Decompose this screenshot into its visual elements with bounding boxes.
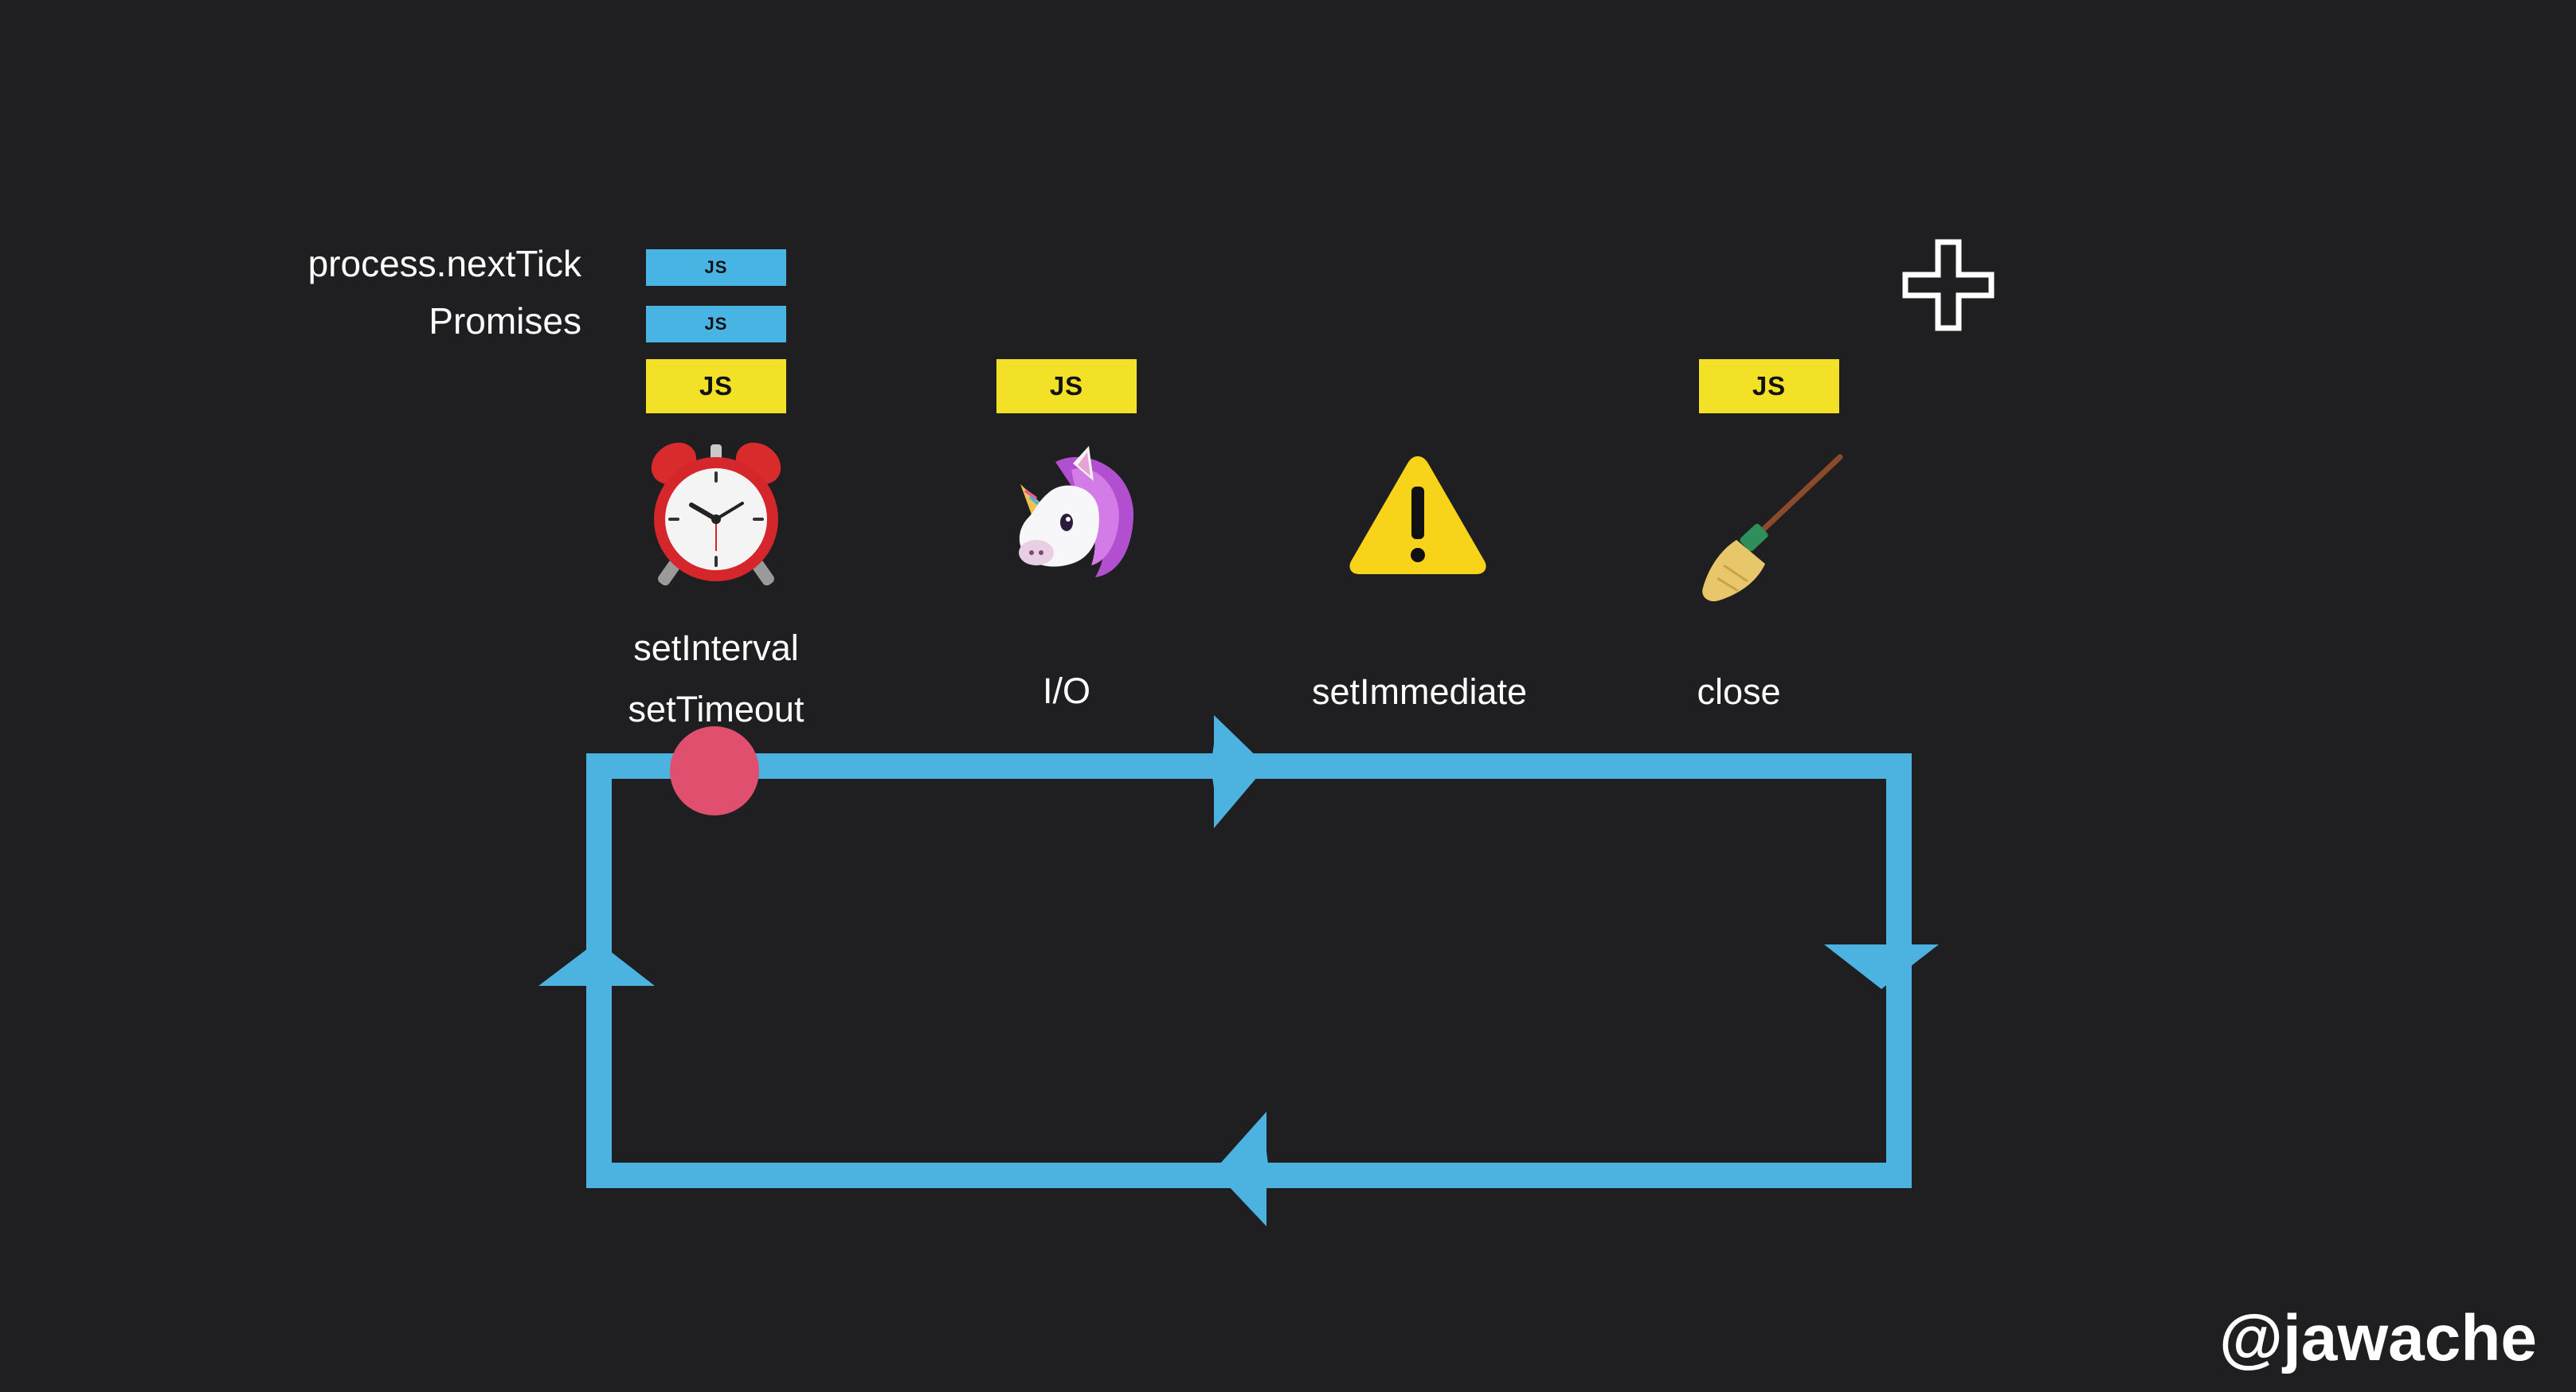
timers-label-settimeout: setTimeout — [628, 689, 805, 729]
promises-label: Promises — [429, 300, 581, 342]
unicorn-icon — [1019, 446, 1134, 577]
close-js-badge: JS — [1699, 359, 1839, 413]
current-phase-marker — [670, 726, 759, 815]
io-js-badge: JS — [996, 359, 1137, 413]
plus-icon — [1902, 239, 1995, 331]
process-nexttick-label: process.nextTick — [307, 243, 581, 284]
alarm-clock-icon — [651, 442, 781, 586]
timers-js-badge: JS — [646, 359, 786, 413]
io-label: I/O — [1042, 671, 1091, 711]
close-label: close — [1697, 671, 1781, 712]
loop-arrow-down — [1824, 944, 1939, 989]
nexttick-js-badge: JS — [646, 249, 786, 286]
broom-icon — [1702, 454, 1843, 602]
promises-js-badge: JS — [646, 306, 786, 342]
event-loop-track — [586, 753, 1912, 1188]
warning-icon — [1349, 456, 1486, 574]
setimmediate-label: setImmediate — [1311, 671, 1528, 712]
loop-arrow-up — [538, 941, 655, 986]
loop-arrow-right — [1211, 715, 1266, 828]
loop-arrow-left — [1214, 1112, 1270, 1226]
timers-label-setinterval: setInterval — [633, 628, 799, 668]
watermark-handle: @jawache — [2219, 1302, 2538, 1374]
